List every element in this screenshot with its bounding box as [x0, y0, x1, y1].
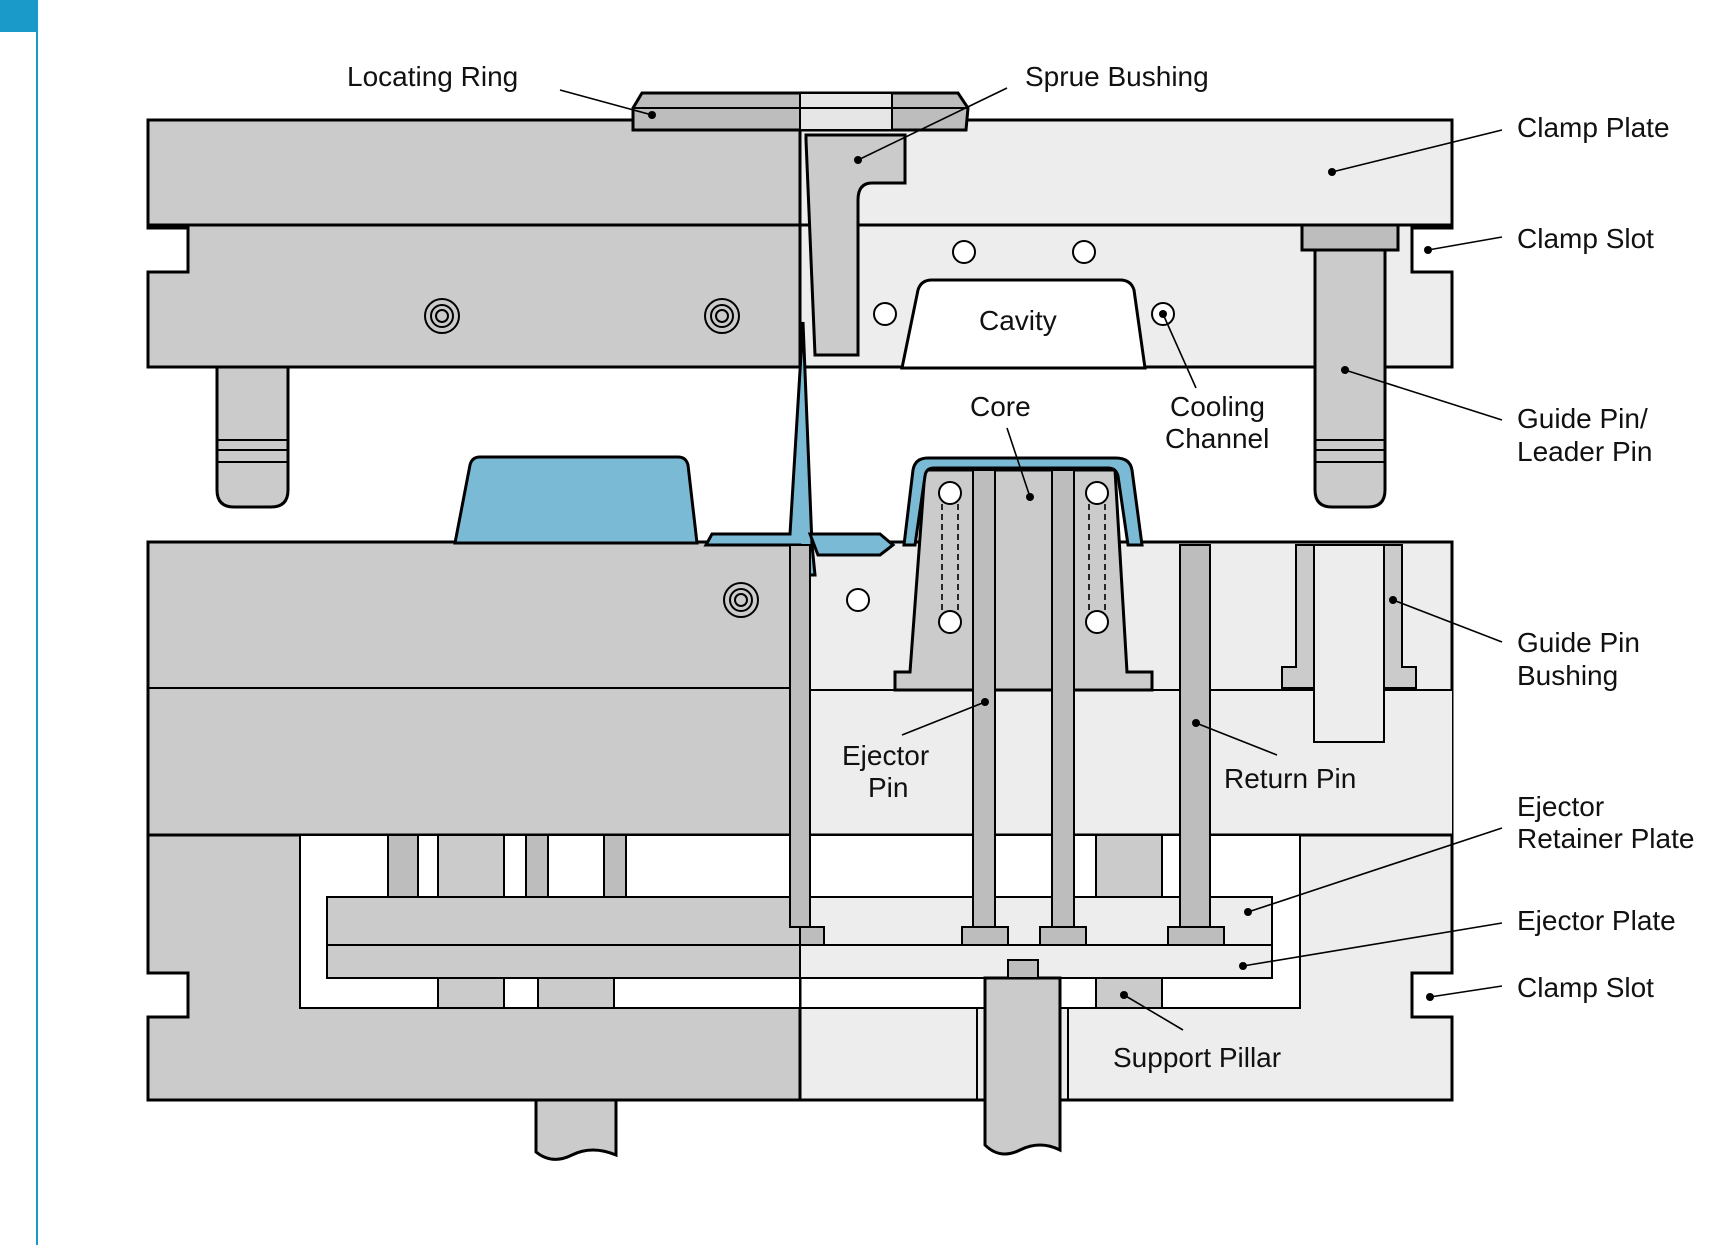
label-clamp-slot-bottom: Clamp Slot — [1517, 972, 1654, 1003]
label-ejector-plate: Ejector Plate — [1517, 905, 1676, 936]
label-clamp-slot-top: Clamp Slot — [1517, 223, 1654, 254]
label-locating-ring: Locating Ring — [347, 61, 518, 92]
return-pin — [1167, 544, 1225, 946]
leader-lines — [559, 87, 1503, 1031]
molded-part-left — [453, 455, 699, 545]
support-pillars-left — [387, 834, 627, 1009]
accent-bar-tab — [0, 0, 37, 32]
sprue-bushing-body — [804, 133, 907, 357]
accent-bar — [0, 0, 36, 1245]
label-guide-pin-bushing-line1: Guide Pin — [1517, 627, 1640, 658]
core-cooling-passages — [846, 481, 1109, 634]
runner-right — [807, 532, 896, 557]
label-core: Core — [970, 391, 1031, 422]
label-cavity: Cavity — [979, 305, 1057, 336]
core-block — [893, 468, 1154, 692]
label-ejector-pin-line2: Pin — [868, 772, 908, 803]
locating-ring — [631, 91, 970, 132]
guide-pin-left — [215, 363, 290, 509]
label-ejector-retainer-line2: Retainer Plate — [1517, 823, 1694, 854]
label-sprue-bushing: Sprue Bushing — [1025, 61, 1209, 92]
top-clamp-plate-left — [146, 118, 802, 369]
label-support-pillar: Support Pillar — [1113, 1042, 1281, 1073]
label-cooling-channel-line2: Channel — [1165, 423, 1269, 454]
ejector-rod — [976, 959, 1069, 1156]
ejector-rod-left — [534, 1098, 618, 1161]
label-guide-pin-line2: Leader Pin — [1517, 436, 1652, 467]
bolt-top-right — [704, 298, 740, 334]
guide-pin-right — [1300, 223, 1400, 509]
cavity-opening — [900, 278, 1147, 370]
moving-half-left — [146, 540, 802, 1102]
bolt-top-left — [424, 298, 460, 334]
label-ejector-retainer-line1: Ejector — [1517, 791, 1604, 822]
guide-pin-bushing — [1281, 544, 1417, 743]
label-clamp-plate: Clamp Plate — [1517, 112, 1670, 143]
label-ejector-pin-line1: Ejector — [842, 740, 929, 771]
molded-part — [902, 456, 1144, 547]
label-return-pin: Return Pin — [1224, 763, 1356, 794]
label-cooling-channel-line1: Cooling — [1170, 391, 1265, 422]
support-pillar-right — [1095, 834, 1163, 1009]
label-guide-pin-line1: Guide Pin/ — [1517, 403, 1648, 434]
ejector-pins — [789, 469, 1087, 946]
bolt-bottom — [723, 582, 759, 618]
label-guide-pin-bushing-line2: Bushing — [1517, 660, 1618, 691]
